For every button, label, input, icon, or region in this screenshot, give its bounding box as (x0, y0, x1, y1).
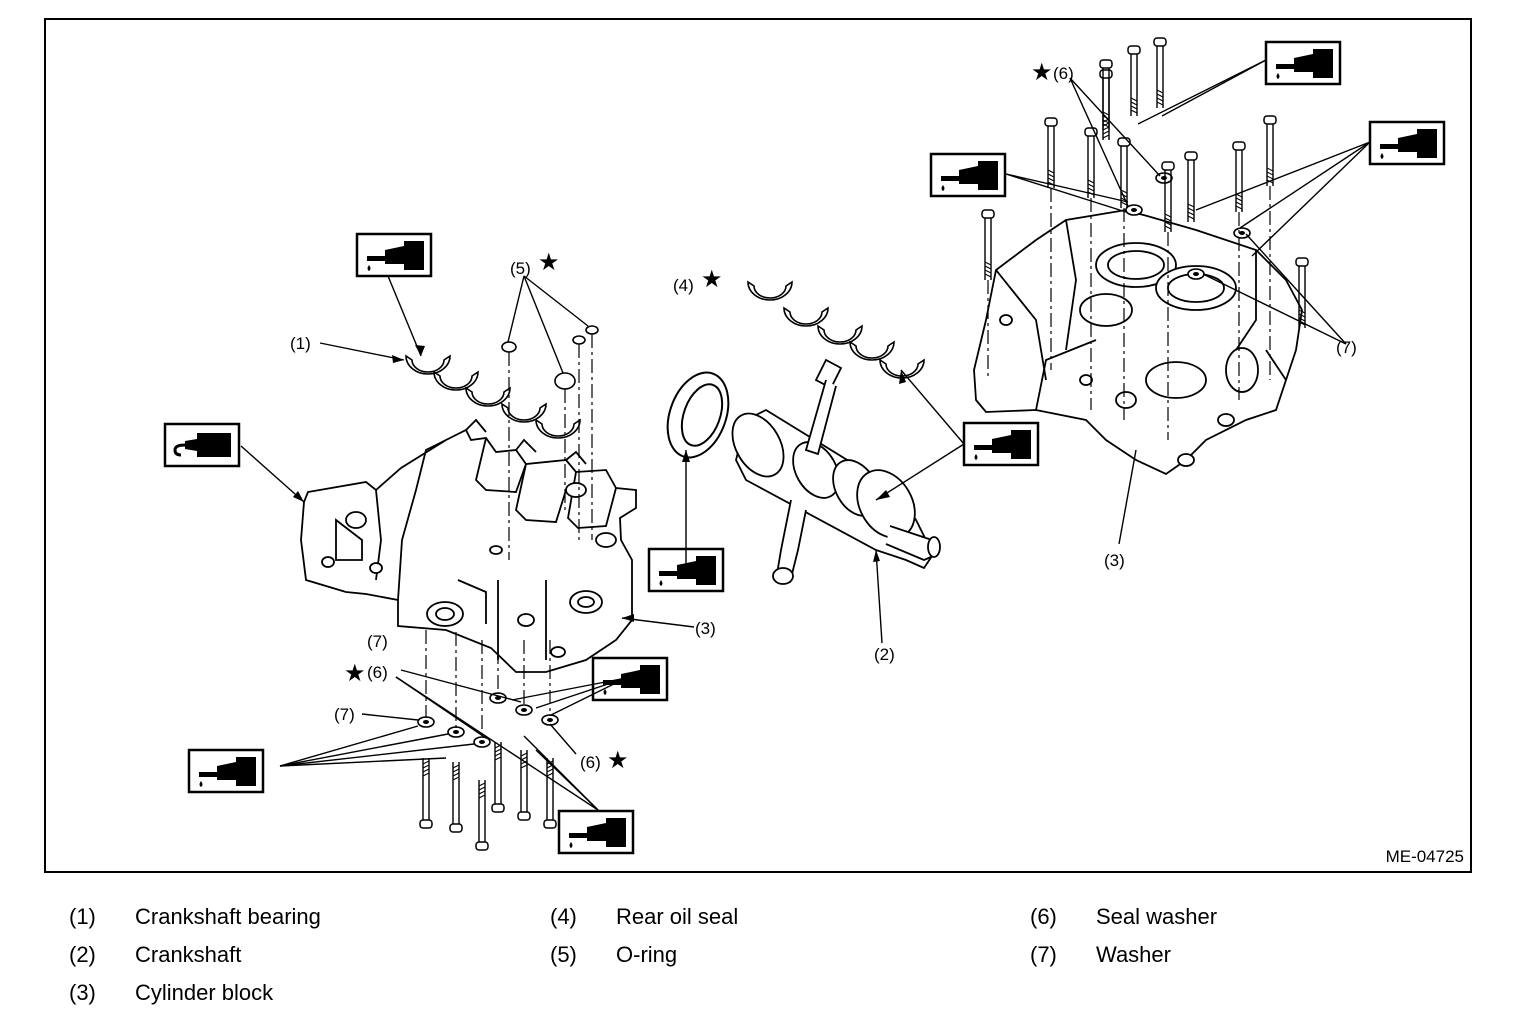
callout-7-right: (7) (1336, 338, 1357, 357)
star-icon: ★ (538, 248, 560, 276)
legend-label: O-ring (616, 942, 678, 967)
star-icon: ★ (607, 746, 629, 774)
exploded-view-diagram: (1) (5) ★ (4) ★ (3) (7) ★ (6) (7) (6) ★ … (163, 37, 1446, 855)
oil-can-icon (1368, 120, 1446, 166)
oil-can-icon (962, 421, 1040, 467)
callout-7-lower-left: (7) (334, 705, 355, 724)
star-icon: ★ (701, 265, 723, 293)
callout-1: (1) (290, 334, 311, 353)
crankshaft (731, 358, 941, 585)
callout-4: (4) (673, 276, 694, 295)
right-bolt-guides (987, 186, 1271, 440)
callout-2: (2) (874, 645, 895, 664)
oil-can-icon (355, 232, 433, 278)
star-icon: ★ (1031, 58, 1053, 86)
star-icon: ★ (344, 659, 366, 687)
left-cylinder-block (300, 418, 637, 673)
legend-label: Rear oil seal (616, 904, 739, 929)
sealant-tube-icon (163, 422, 241, 468)
legend-number: (5) (550, 942, 577, 967)
left-o-rings (501, 325, 599, 390)
oil-can-icon (929, 152, 1007, 198)
legend-label: Crankshaft (135, 942, 242, 967)
legend-number: (6) (1030, 904, 1057, 929)
legend-label: Washer (1096, 942, 1171, 967)
oil-can-icon (557, 809, 635, 855)
callout-6-left: (6) (367, 663, 388, 682)
legend-number: (4) (550, 904, 577, 929)
left-bearings (405, 355, 581, 439)
callout-5: (5) (510, 259, 531, 278)
legend-number: (2) (69, 942, 96, 967)
rear-oil-seal (666, 371, 730, 459)
legend-number: (1) (69, 904, 96, 929)
left-o-ring-guides (508, 334, 593, 560)
oil-can-icon (1264, 40, 1342, 86)
figure-id: ME-04725 (1385, 847, 1464, 866)
leader-lines (240, 59, 1371, 811)
callout-labels: (1) (5) ★ (4) ★ (3) (7) ★ (6) (7) (6) ★ … (290, 58, 1357, 774)
arrowheads (293, 345, 906, 622)
callout-3-right: (3) (1104, 551, 1125, 570)
callout-7-upper-left: (7) (367, 632, 388, 651)
callout-6-lower: (6) (580, 753, 601, 772)
legend-label: Crankshaft bearing (135, 904, 321, 929)
callout-6-right: (6) (1053, 64, 1074, 83)
legend-number: (7) (1030, 942, 1057, 967)
legend-number: (3) (69, 980, 96, 1005)
right-bearings (747, 281, 925, 379)
oil-can-icon (187, 748, 265, 794)
figure-frame: (1) (5) ★ (4) ★ (3) (7) ★ (6) (7) (6) ★ … (44, 18, 1472, 873)
legend-label: Seal washer (1096, 904, 1218, 929)
right-cylinder-block (973, 209, 1303, 476)
legend-label: Cylinder block (135, 980, 274, 1005)
callout-3-left: (3) (695, 619, 716, 638)
oil-can-icon (591, 656, 669, 702)
